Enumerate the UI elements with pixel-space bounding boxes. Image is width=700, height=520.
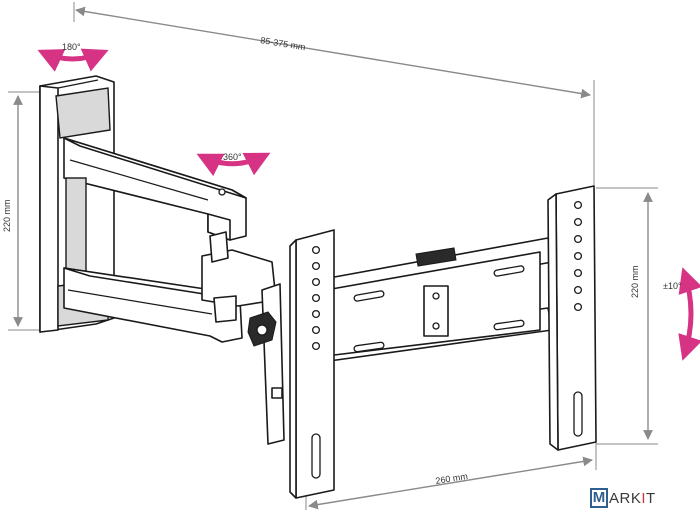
tilt-indicator: ±10°: [663, 267, 700, 361]
tv-bracket-width-label: 260 mm: [435, 471, 469, 486]
tv-rotation-indicator: 360°: [196, 152, 271, 177]
brand-logo: M ARKIT: [590, 487, 656, 509]
logo-initial: M: [590, 488, 608, 508]
curved-double-arrow-icon: [678, 267, 700, 361]
tv-rotation-label: 360°: [223, 152, 242, 162]
tv-bracket-height-label: 220 mm: [630, 265, 640, 298]
tv-bracket-width-dimension: 260 mm: [305, 440, 597, 510]
arm-extension-label: 85-375 mm: [260, 35, 307, 52]
curved-double-arrow-icon: [196, 152, 271, 177]
tv-bracket-left-rail: [289, 229, 335, 499]
tv-bracket-frame: [317, 237, 553, 363]
rail-holes-right: [573, 200, 583, 437]
wall-swivel-indicator: 180°: [37, 42, 109, 72]
tv-bracket-right-rail: [547, 185, 597, 451]
curved-double-arrow-icon: [37, 48, 109, 72]
central-pivot: [201, 231, 277, 323]
wall-swivel-label: 180°: [62, 42, 81, 52]
tv-bracket-height-dimension: 220 mm: [596, 187, 658, 445]
upper-arm: [63, 137, 247, 275]
rail-holes-left: [311, 245, 321, 479]
tilt-label: ±10°: [663, 281, 682, 291]
arm-extension-dimension: 85-375 mm: [73, 2, 595, 190]
logo-wordmark: ARKIT: [609, 489, 656, 507]
wall-plate-height-label: 220 mm: [2, 199, 12, 232]
tilt-hinge: [247, 283, 285, 445]
